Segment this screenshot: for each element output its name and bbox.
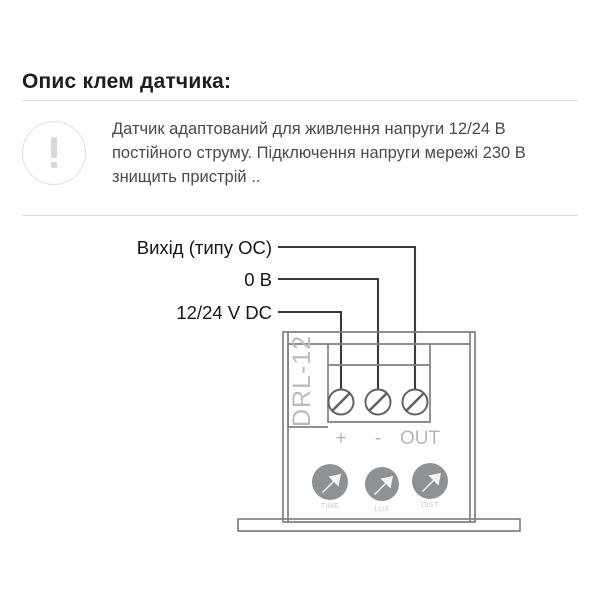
potentiometer-time xyxy=(312,464,348,500)
potentiometer-knobs xyxy=(312,463,448,501)
exclamation-circle-icon xyxy=(22,121,86,185)
terminal-label-out: OUT xyxy=(400,428,441,449)
divider-top xyxy=(22,100,578,101)
terminal-label-minus: - xyxy=(375,428,381,449)
wiring-diagram: Вихід (типу ОС) 0 В 12/24 V DC xyxy=(0,222,600,552)
potentiometer-label-time: TIME xyxy=(321,503,339,510)
wire-label-supply: 12/24 V DC xyxy=(176,302,272,323)
wire-leader-lines xyxy=(278,245,417,390)
potentiometer-dist xyxy=(412,463,448,499)
potentiometer-lux xyxy=(365,467,399,501)
wire-out xyxy=(278,245,417,390)
potentiometer-label-dist: DIST xyxy=(421,502,439,509)
page-title: Опис клем датчика: xyxy=(22,70,232,94)
device-outer-outline xyxy=(282,331,476,523)
wire-minus xyxy=(278,277,380,390)
wire-label-out: Вихід (типу ОС) xyxy=(137,237,272,258)
device-model-label: DRL-12 xyxy=(288,335,316,427)
wire-label-zero-volt: 0 В xyxy=(244,269,272,290)
terminal-block-recess xyxy=(327,344,431,423)
terminal-label-plus: + xyxy=(335,428,346,449)
screw-terminal-out xyxy=(401,388,429,416)
device-body xyxy=(282,331,476,523)
knob-arrow-icon xyxy=(374,476,393,495)
potentiometer-label-lux: LUX xyxy=(375,506,390,513)
knob-arrow-icon xyxy=(322,474,341,493)
knob-arrow-icon xyxy=(422,473,441,492)
device-label-panel xyxy=(287,344,328,428)
divider-bottom xyxy=(22,215,578,216)
notice-block: Датчик адаптований для живлення напруги … xyxy=(22,118,582,190)
device-base-plate xyxy=(237,518,521,532)
wire-plus xyxy=(278,310,343,390)
screw-terminals xyxy=(327,388,429,416)
base-plate-outline xyxy=(237,518,521,532)
notice-text: Датчик адаптований для живлення напруги … xyxy=(112,120,526,186)
screw-terminal-minus xyxy=(364,388,392,416)
screw-terminal-plus xyxy=(327,388,355,416)
